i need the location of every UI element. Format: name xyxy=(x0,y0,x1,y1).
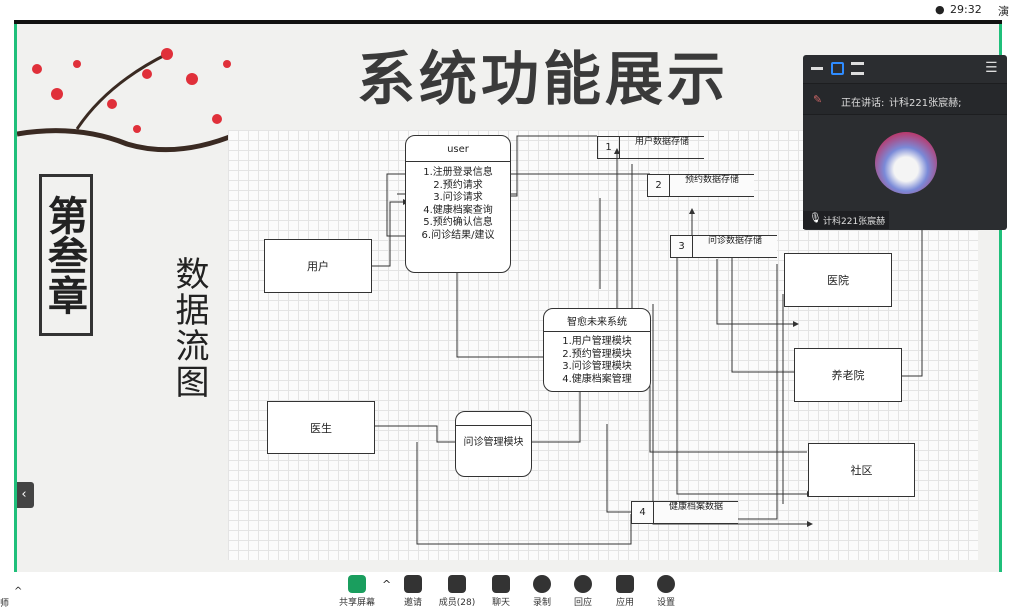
participant-name: 计科221张宸赫 xyxy=(823,217,886,227)
consult-module-label: 问诊管理模块 xyxy=(463,437,524,448)
data-store-3: 3 问诊数据存储 xyxy=(670,235,777,258)
share-screen-icon xyxy=(348,575,366,593)
list-view-icon[interactable] xyxy=(851,62,864,75)
chat-icon xyxy=(492,575,510,593)
chapter-label: 第叁章 xyxy=(39,174,93,336)
chat-button[interactable]: 聊天 xyxy=(479,575,523,608)
present-button[interactable]: 演 xyxy=(998,5,1009,18)
data-store-1: 1 用户数据存储 xyxy=(597,136,704,159)
button-label: 邀请 xyxy=(403,598,422,608)
video-panel: ☰ ✎ 正在讲话: 计科221张宸赫; 🎙 计科221张宸赫 xyxy=(803,55,1007,230)
button-label: 聊天 xyxy=(491,598,510,608)
members-icon xyxy=(448,575,466,593)
react-button[interactable]: 回应 xyxy=(561,575,605,608)
user-line: 5.预约确认信息 xyxy=(423,217,493,228)
button-label: 设置 xyxy=(656,598,675,608)
store-number: 1 xyxy=(598,137,620,158)
user-process-header: user xyxy=(406,136,510,162)
system-process: 智愈未来系统 1.用户管理模块 2.预约管理模块 3.问诊管理模块 4.健康档案… xyxy=(543,308,651,392)
plum-blossom-decoration xyxy=(17,48,238,153)
user-line: 1.注册登录信息 xyxy=(423,167,493,178)
button-label: 共享屏幕 xyxy=(338,598,375,608)
share-top-border xyxy=(14,20,1002,24)
record-button[interactable]: 录制 xyxy=(520,575,564,608)
store-number: 4 xyxy=(632,502,654,523)
section-subtitle: 数据流图 xyxy=(169,256,209,400)
system-line: 4.健康档案管理 xyxy=(562,373,632,385)
expand-icon[interactable]: ^ xyxy=(14,586,23,597)
data-store-4: 4 健康档案数据 xyxy=(631,501,738,524)
collapse-panel-icon[interactable]: ☰ xyxy=(985,60,998,76)
speaker-bar: ✎ 正在讲话: 计科221张宸赫; xyxy=(803,83,1007,115)
entity-nursing-home: 养老院 xyxy=(794,348,902,402)
button-label: 回应 xyxy=(573,598,592,608)
speaking-label: 正在讲话: xyxy=(841,98,885,109)
minimize-icon[interactable] xyxy=(811,67,823,70)
mic-icon: 🎙 xyxy=(809,213,822,224)
muted-mic-icon: ✎ xyxy=(813,93,823,106)
apps-button[interactable]: 应用 xyxy=(603,575,647,608)
user-line: 2.预约请求 xyxy=(433,179,483,191)
system-line: 2.预约管理模块 xyxy=(562,348,632,360)
button-label: 成员(28) xyxy=(438,598,476,608)
shared-slide: 系统功能展示 第叁章 数据流图 user 1.注册登录信息 2.预约请求 3.问… xyxy=(14,24,1002,572)
invite-button[interactable]: 邀请 xyxy=(391,575,435,608)
entity-user: 用户 xyxy=(264,239,372,293)
participant-name-tag: 🎙 计科221张宸赫 xyxy=(803,211,889,229)
meeting-toolbar: ^ 师 共享屏幕 ^ 邀请 成员(28) 聊天 录制 回应 应用 设置 xyxy=(0,572,1024,609)
system-line: 3.问诊管理模块 xyxy=(562,361,632,372)
share-options-chevron-icon[interactable]: ^ xyxy=(382,578,392,591)
apps-icon xyxy=(616,575,634,593)
entity-hospital: 医院 xyxy=(784,253,892,307)
store-label: 健康档案数据 xyxy=(668,502,723,512)
button-label: 应用 xyxy=(615,598,634,608)
store-label: 用户数据存储 xyxy=(634,137,689,147)
gear-icon xyxy=(657,575,675,593)
store-label: 问诊数据存储 xyxy=(707,236,762,246)
top-status-bar: ● 29:32 演 xyxy=(0,0,1024,20)
system-process-header: 智愈未来系统 xyxy=(544,309,650,332)
invite-icon xyxy=(404,575,422,593)
collapse-left-button[interactable]: ‹ xyxy=(17,482,34,508)
data-store-2: 2 预约数据存储 xyxy=(647,174,754,197)
settings-button[interactable]: 设置 xyxy=(644,575,688,608)
left-label: 师 xyxy=(0,599,10,609)
user-line: 4.健康档案查询 xyxy=(423,204,493,216)
user-process: user 1.注册登录信息 2.预约请求 3.问诊请求 4.健康档案查询 5.预… xyxy=(405,135,511,273)
user-line: 6.问诊结果/建议 xyxy=(421,229,495,241)
slide-title: 系统功能展示 xyxy=(357,45,730,113)
members-button[interactable]: 成员(28) xyxy=(435,575,479,608)
system-line: 1.用户管理模块 xyxy=(562,336,632,347)
gallery-view-icon[interactable] xyxy=(831,62,844,75)
record-icon xyxy=(533,575,551,593)
entity-doctor: 医生 xyxy=(267,401,375,454)
store-number: 3 xyxy=(671,236,693,257)
entity-community: 社区 xyxy=(808,443,915,497)
store-number: 2 xyxy=(648,175,670,196)
clock-icon: ● xyxy=(935,3,945,16)
meeting-timer: 29:32 xyxy=(950,3,982,16)
store-label: 预约数据存储 xyxy=(684,175,739,185)
consult-module-process: 问诊管理模块 xyxy=(455,411,532,477)
react-icon xyxy=(574,575,592,593)
participant-avatar xyxy=(875,132,937,194)
speaker-name: 计科221张宸赫; xyxy=(889,98,962,109)
user-line: 3.问诊请求 xyxy=(433,192,483,203)
button-label: 录制 xyxy=(532,598,551,608)
share-screen-button[interactable]: 共享屏幕 xyxy=(335,575,379,608)
